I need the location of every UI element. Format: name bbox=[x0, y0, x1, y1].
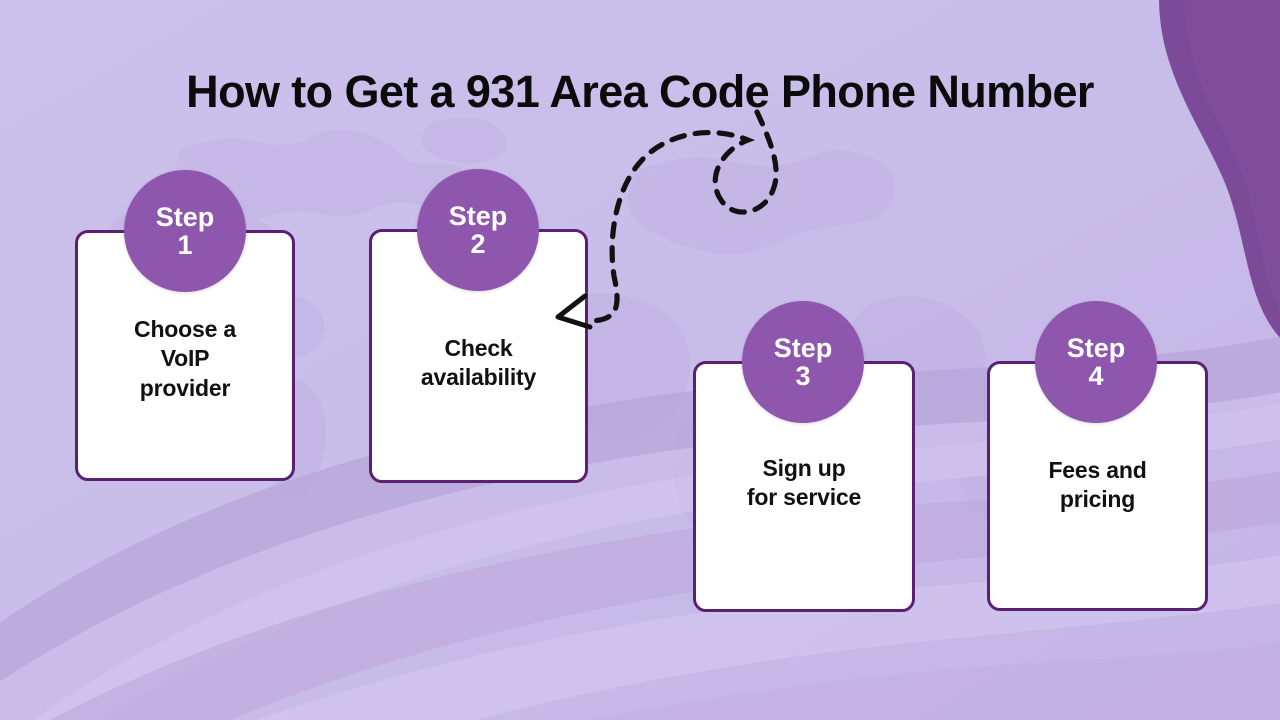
step-card-1-line1: Choose a bbox=[134, 316, 236, 342]
step-card-4-line1: Fees and bbox=[1048, 457, 1147, 483]
step-card-2-label: Check availability bbox=[380, 334, 577, 393]
step-badge-2[interactable]: Step 2 bbox=[417, 169, 539, 291]
step-badge-1[interactable]: Step 1 bbox=[124, 170, 246, 292]
step-badge-4[interactable]: Step 4 bbox=[1035, 301, 1157, 423]
step-card-1-line2: VoIP bbox=[160, 345, 210, 372]
step-badge-3-word: Step bbox=[773, 332, 833, 363]
step-badge-4-word: Step bbox=[1066, 332, 1126, 363]
step-badge-3[interactable]: Step 3 bbox=[742, 301, 864, 423]
step-badge-4-number: 4 bbox=[1088, 361, 1104, 391]
step-card-1-line3: provider bbox=[139, 374, 231, 401]
page-title: How to Get a 931 Area Code Phone Number bbox=[186, 66, 1094, 117]
step-card-4-label: Fees and pricing bbox=[998, 456, 1197, 515]
step-card-2-line1: Check bbox=[444, 335, 513, 361]
step-badge-3-number: 3 bbox=[795, 361, 811, 391]
step-card-3-line2: for service bbox=[746, 484, 862, 511]
corner-blob-shape bbox=[1159, 0, 1280, 338]
step-badge-1-word: Step bbox=[155, 201, 215, 232]
step-badge-1-number: 1 bbox=[177, 230, 193, 260]
step-card-1-label: Choose a VoIP provider bbox=[86, 315, 284, 403]
step-card-2-line2: availability bbox=[420, 364, 537, 391]
step-badge-2-word: Step bbox=[448, 200, 508, 231]
step-card-4-line2: pricing bbox=[1059, 486, 1136, 513]
arrow-dashed-path bbox=[589, 109, 779, 324]
step-badge-2-number: 2 bbox=[470, 229, 486, 259]
step-card-3-label: Sign up for service bbox=[704, 454, 904, 513]
step-card-3-line1: Sign up bbox=[762, 455, 846, 481]
